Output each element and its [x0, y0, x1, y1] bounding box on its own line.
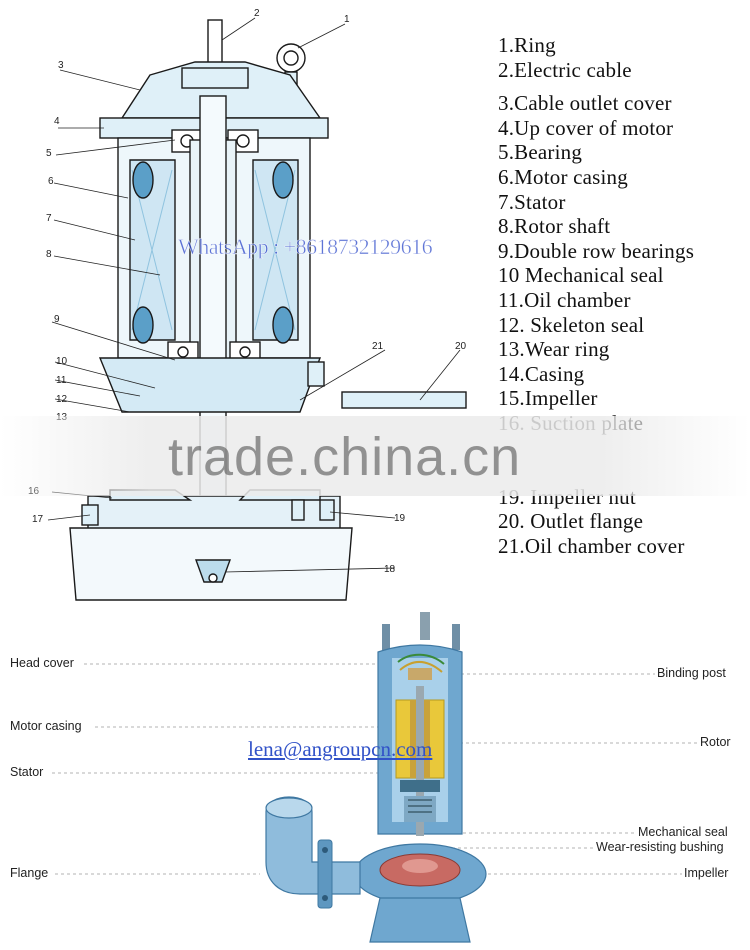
part-item: 10 Mechanical seal — [498, 263, 664, 288]
callout-head-cover: Head cover — [10, 656, 74, 670]
drawing-number-5: 5 — [46, 148, 52, 159]
part-item: 8.Rotor shaft — [498, 214, 611, 239]
drawing-number-18: 18 — [384, 564, 396, 575]
drawing-number-11: 11 — [56, 375, 67, 386]
drawing-number-1: 1 — [344, 14, 350, 25]
callout-motor-casing: Motor casing — [10, 719, 82, 733]
drawing-number-17: 17 — [32, 514, 44, 525]
part-item: 20. Outlet flange — [498, 509, 644, 534]
callout-binding-post: Binding post — [657, 666, 726, 680]
cutaway-illustration-panel: Head cover Motor casing Stator Flange Bi… — [0, 612, 750, 950]
drawing-number-21: 21 — [372, 341, 384, 352]
drawing-number-20: 20 — [455, 341, 467, 352]
drawing-number-8: 8 — [46, 249, 52, 260]
part-item: 7.Stator — [498, 189, 566, 214]
drawing-number-12: 12 — [56, 394, 68, 405]
part-item: 12. Skeleton seal — [498, 312, 645, 337]
whatsapp-watermark: WhatsApp : +8618732129616 — [178, 234, 433, 260]
part-item: 5.Bearing — [498, 140, 583, 165]
part-item: 2.Electric cable — [498, 57, 632, 82]
part-item: 15.Impeller — [498, 386, 598, 411]
pump-cutaway-illustration — [52, 612, 698, 943]
drawing-number-7: 7 — [46, 213, 52, 224]
drawing-number-2: 2 — [254, 8, 260, 19]
callout-mechanical-seal: Mechanical seal — [638, 825, 728, 839]
drawing-number-6: 6 — [48, 176, 54, 187]
part-item: 3.Cable outlet cover — [498, 91, 672, 116]
drawing-number-19: 19 — [394, 513, 406, 524]
drawing-number-4: 4 — [54, 116, 60, 127]
technical-drawing-panel: 2 1 3 4 5 6 7 8 9 10 11 12 13 16 17 18 1… — [0, 8, 750, 601]
part-item: 11.Oil chamber — [498, 287, 631, 312]
parts-list: 1.Ring 2.Electric cable 3.Cable outlet c… — [498, 33, 750, 558]
drawing-number-9: 9 — [54, 314, 60, 325]
callout-rotor: Rotor — [700, 735, 731, 749]
part-item: 13.Wear ring — [498, 337, 610, 362]
callout-impeller: Impeller — [684, 866, 729, 880]
part-item: 14.Casing — [498, 361, 585, 386]
part-item: 1.Ring — [498, 33, 556, 57]
part-item: 9.Double row bearings — [498, 238, 695, 263]
drawing-number-10: 10 — [56, 356, 68, 367]
part-item: 4.Up cover of motor — [498, 115, 674, 140]
watermark-band — [0, 416, 750, 496]
trade-china-watermark: trade.china.cn — [168, 427, 522, 487]
callout-wear-resisting-bushing: Wear-resisting bushing — [596, 840, 724, 854]
callout-stator: Stator — [10, 765, 44, 779]
drawing-number-3: 3 — [58, 60, 64, 71]
part-item: 21.Oil chamber cover — [498, 533, 685, 558]
email-watermark: lena@angroupcn.com — [248, 737, 433, 761]
callout-flange: Flange — [10, 866, 49, 880]
part-item: 6.Motor casing — [498, 164, 628, 189]
cross-section-drawing: 2 1 3 4 5 6 7 8 9 10 11 12 13 16 17 18 1… — [28, 8, 467, 601]
